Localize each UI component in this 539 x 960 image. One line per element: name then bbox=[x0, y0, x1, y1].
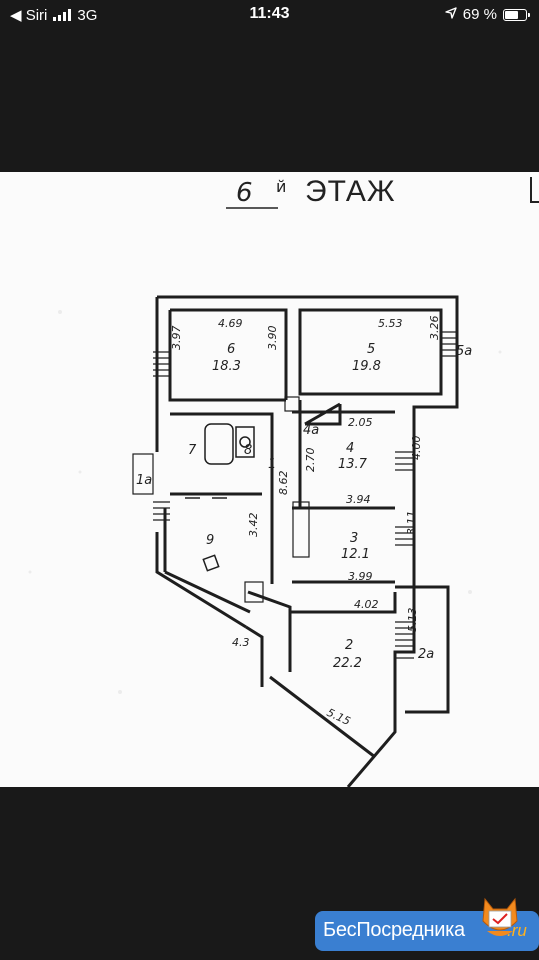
room-id-1: 1 bbox=[268, 457, 276, 472]
status-left: ◀ Siri 3G bbox=[10, 6, 98, 25]
floor-plan-image[interactable]: 6 й ЭТАЖ bbox=[0, 172, 539, 787]
floor-number: 6 bbox=[236, 178, 253, 208]
dim-3-97: 3.97 bbox=[170, 326, 183, 351]
dim-5-15: 5.15 bbox=[325, 706, 353, 728]
dim-3-42: 3.42 bbox=[247, 513, 260, 538]
dim-4-00: 4.00 bbox=[410, 436, 423, 461]
dim-5-13: 5.13 bbox=[406, 608, 419, 633]
watermark-logo: БесПосредника .ru bbox=[315, 897, 539, 953]
room-area-5: 19.8 bbox=[352, 359, 381, 374]
room-area-6: 18.3 bbox=[212, 359, 241, 374]
windows bbox=[132, 331, 456, 659]
battery-fill bbox=[505, 10, 518, 19]
room-area-4: 13.7 bbox=[338, 457, 368, 472]
room-id-5: 5 bbox=[367, 342, 375, 357]
walls bbox=[155, 295, 459, 787]
dim-3-11: 3.11 bbox=[405, 511, 418, 536]
room-id-4: 4 bbox=[346, 441, 354, 456]
status-time: 11:43 bbox=[249, 5, 290, 22]
back-to-siri-link[interactable]: ◀ Siri bbox=[10, 7, 48, 24]
room-area-3: 12.1 bbox=[341, 547, 370, 562]
room-id-8: 8 bbox=[244, 443, 252, 458]
fixtures bbox=[185, 423, 255, 572]
floor-plan-drawing: 6 й ЭТАЖ bbox=[28, 175, 539, 787]
room-id-6: 6 bbox=[227, 342, 235, 357]
fox-mascot-icon bbox=[479, 895, 521, 946]
dim-4-3: 4.3 bbox=[232, 636, 250, 649]
room-id-3: 3 bbox=[350, 531, 358, 546]
watermark-brand: БесПосредника bbox=[323, 919, 465, 941]
room-id-2a: 2a bbox=[418, 647, 434, 662]
dim-3-99: 3.99 bbox=[348, 570, 373, 583]
dim-4-69: 4.69 bbox=[218, 317, 243, 330]
dim-4-02: 4.02 bbox=[354, 598, 379, 611]
room-id-7: 7 bbox=[188, 443, 197, 458]
signal-strength-icon bbox=[53, 9, 72, 21]
status-right: 69 % bbox=[445, 6, 530, 23]
room-labels: 6 18.3 5 19.8 5a 4a 7 8 1 1a 4 13.7 9 3 … bbox=[136, 342, 472, 671]
dim-3-26: 3.26 bbox=[428, 316, 441, 341]
dim-2-05: 2.05 bbox=[348, 416, 373, 429]
dim-3-90: 3.90 bbox=[266, 326, 279, 351]
dimension-labels: 4.69 3.97 3.90 5.53 3.26 2.05 2.70 4.00 … bbox=[170, 316, 441, 729]
floor-suffix: й bbox=[276, 177, 286, 196]
room-id-4a: 4a bbox=[303, 423, 319, 438]
scan-noise bbox=[28, 310, 502, 694]
room-area-2: 22.2 bbox=[333, 656, 362, 671]
network-type: 3G bbox=[77, 6, 98, 24]
status-bar: ◀ Siri 3G 11:43 69 % bbox=[0, 0, 539, 30]
dim-5-53: 5.53 bbox=[378, 317, 403, 330]
dim-3-94: 3.94 bbox=[346, 493, 371, 506]
room-id-1a: 1a bbox=[136, 473, 152, 488]
room-id-2: 2 bbox=[345, 638, 353, 653]
room-id-9: 9 bbox=[206, 533, 214, 548]
battery-percent: 69 % bbox=[462, 6, 497, 23]
battery-icon bbox=[503, 8, 530, 21]
dim-8-62: 8.62 bbox=[277, 471, 290, 496]
room-id-5a: 5a bbox=[456, 344, 472, 359]
dim-2-70: 2.70 bbox=[304, 448, 317, 473]
frame-corner bbox=[530, 177, 539, 203]
location-arrow-icon bbox=[445, 6, 457, 23]
floor-title-word: ЭТАЖ bbox=[305, 175, 396, 208]
